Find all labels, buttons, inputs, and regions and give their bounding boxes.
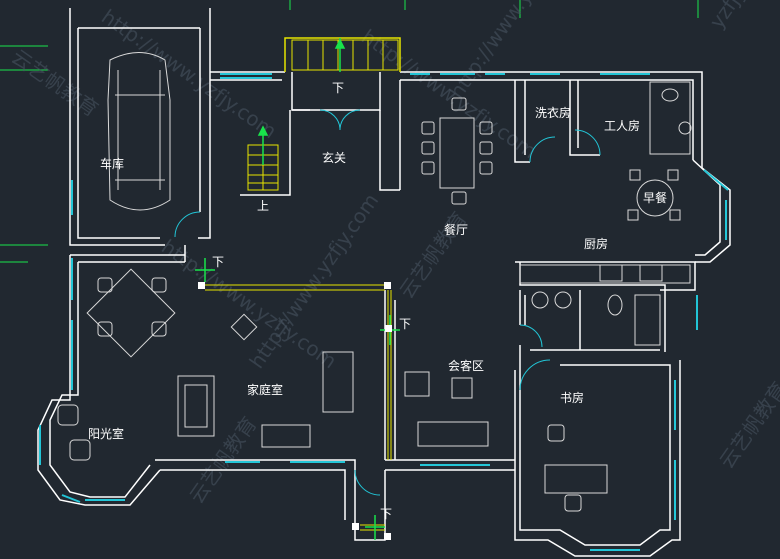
label-stair-down-family: 下 <box>212 255 224 269</box>
label-sunroom: 阳光室 <box>88 426 124 441</box>
entry-stair-steps <box>291 39 399 71</box>
label-kitchen: 厨房 <box>584 236 608 251</box>
furniture <box>57 52 692 512</box>
kitchen-counter <box>519 264 691 284</box>
dining-table <box>439 117 475 189</box>
breakfast-table <box>636 179 674 217</box>
reference-lines <box>0 0 699 263</box>
wall-garage-right <box>198 8 211 239</box>
guest-side-table <box>451 377 473 399</box>
label-dining: 餐厅 <box>444 222 468 237</box>
watermark-url-mid: http://www.yzfjy.com <box>357 24 541 163</box>
label-stair-down-bottom: 下 <box>380 507 392 521</box>
watermark-short-right: yzfjy <box>704 0 751 33</box>
family-room-tv-unit <box>177 375 215 437</box>
level-markers <box>195 38 400 540</box>
label-laundry: 洗衣房 <box>535 105 571 120</box>
windows <box>39 73 729 551</box>
label-study: 书房 <box>560 390 584 405</box>
label-family-room: 家庭室 <box>247 382 283 397</box>
family-room-sofa <box>322 351 354 413</box>
door-garage <box>174 211 201 238</box>
label-servant-room: 工人房 <box>604 118 640 133</box>
label-foyer: 玄关 <box>322 150 346 165</box>
watermark-brand-left: 云艺帆教育 <box>7 44 103 121</box>
watermark-brand-right: 云艺帆教育 <box>714 377 780 473</box>
label-stair-up-main: 上 <box>257 199 269 213</box>
label-breakfast: 早餐 <box>643 190 667 205</box>
corner-nodes <box>198 282 392 540</box>
sunroom-table <box>86 268 176 358</box>
label-guest-area: 会客区 <box>448 358 484 373</box>
label-stair-down-entry: 下 <box>332 81 344 95</box>
study-desk <box>544 464 608 494</box>
family-room-sofa-bottom <box>261 424 311 448</box>
guest-armchair <box>404 371 430 397</box>
wall-garage-left <box>69 8 165 246</box>
label-stair-down-guest: 下 <box>399 317 411 331</box>
stair-labels: 下 上 下 下 下 <box>212 81 411 521</box>
label-garage: 车库 <box>100 156 124 171</box>
door-foyer-left <box>319 109 341 131</box>
door-foyer-right <box>339 109 361 131</box>
room-labels: 车库 玄关 洗衣房 工人房 早餐 餐厅 厨房 家庭室 会客区 书房 阳光室 <box>88 105 667 441</box>
watermark-url-diag: http://www.yzfjy.com <box>444 0 583 103</box>
watermark-brand-mid: 云艺帆教育 <box>394 207 471 303</box>
guest-sofa <box>417 421 489 447</box>
car-symbol <box>107 52 171 211</box>
doors <box>174 109 601 496</box>
wall-garage-inner-left <box>77 28 160 239</box>
stairs <box>205 39 399 531</box>
